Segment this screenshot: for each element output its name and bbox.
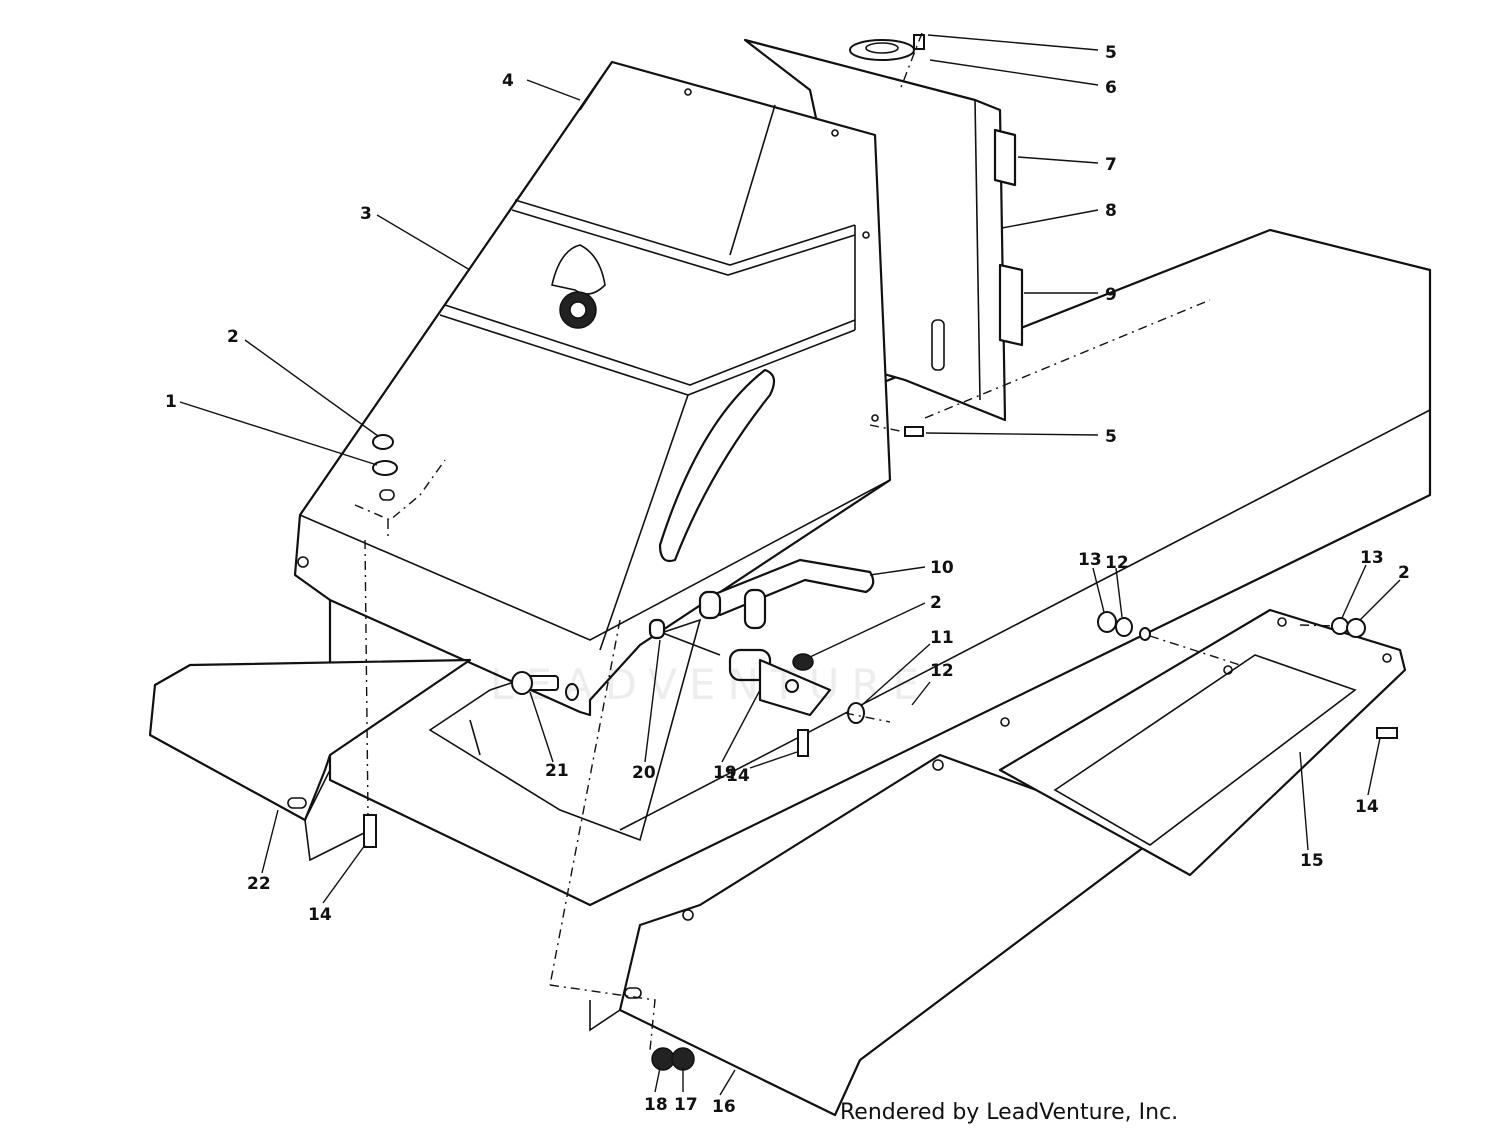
callout-label: 10 bbox=[930, 558, 954, 578]
callout-label: 7 bbox=[1105, 155, 1117, 175]
callout-label: 8 bbox=[1105, 201, 1117, 221]
callout-label: 18 bbox=[644, 1095, 668, 1115]
callout-label: 5 bbox=[1105, 427, 1117, 447]
callout-label: 22 bbox=[247, 874, 271, 894]
callout-label: 1 bbox=[165, 392, 177, 412]
callout-label: 12 bbox=[1105, 553, 1129, 573]
console-hood bbox=[293, 60, 892, 717]
callout-label: 17 bbox=[674, 1095, 698, 1115]
callout-label: 13 bbox=[1360, 548, 1384, 568]
callout-label: 11 bbox=[930, 628, 954, 648]
assembly-lines bbox=[354, 32, 1336, 1051]
floor-pan bbox=[998, 608, 1407, 877]
hardware bbox=[363, 34, 1398, 1071]
watermark-text: LEADVENTURE bbox=[490, 660, 932, 709]
callout-label: 2 bbox=[1398, 563, 1410, 583]
callout-leaders bbox=[179, 34, 1401, 1096]
callout-label: 14 bbox=[1355, 797, 1379, 817]
callout-label: 4 bbox=[502, 71, 514, 91]
callout-label: 13 bbox=[1078, 550, 1102, 570]
callout-label: 9 bbox=[1105, 285, 1117, 305]
callout-label: 12 bbox=[930, 661, 954, 681]
callout-label: 3 bbox=[360, 204, 372, 224]
callout-label: 2 bbox=[930, 593, 942, 613]
callout-label: 19 bbox=[713, 763, 737, 783]
callout-label: 16 bbox=[712, 1097, 736, 1117]
callout-label: 5 bbox=[1105, 43, 1117, 63]
control-lever-assembly bbox=[648, 558, 875, 717]
render-credit: Rendered by LeadVenture, Inc. bbox=[840, 1100, 1179, 1125]
callout-label: 2 bbox=[227, 327, 239, 347]
right-fender bbox=[589, 753, 1162, 1117]
callout-labels: 5 6 4 7 8 3 9 2 1 5 10 2 11 12 13 12 13 … bbox=[165, 43, 1410, 1117]
callout-label: 15 bbox=[1300, 851, 1324, 871]
left-fender bbox=[148, 658, 472, 862]
callout-label: 14 bbox=[308, 905, 332, 925]
callout-label: 21 bbox=[545, 761, 569, 781]
base-frame-plate bbox=[328, 228, 1432, 907]
callout-label: 20 bbox=[632, 763, 656, 783]
callout-label: 6 bbox=[1105, 78, 1117, 98]
callout-label: 14 bbox=[726, 766, 750, 786]
